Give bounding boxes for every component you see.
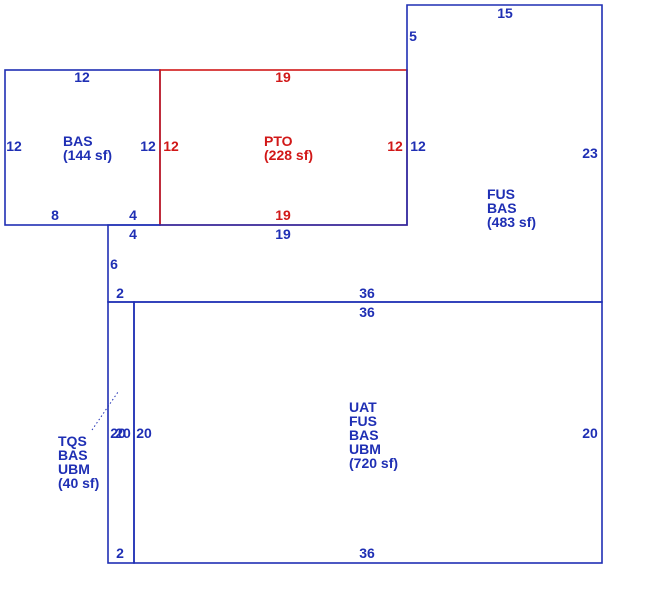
dim-bas-right: 12 [140,138,156,154]
uat-lower-line-1: UAT [349,399,377,415]
bas-left-line-1: BAS [63,133,93,149]
pto-label: PTO (228 sf) [264,133,313,163]
dim-pto-bottom: 19 [275,207,291,223]
dim-bas-top: 12 [74,69,90,85]
dim-fus-bottom-2: 2 [116,285,124,301]
tqs-line-4: (40 sf) [58,475,99,491]
dim-uat-left: 20 [136,425,152,441]
uat-lower-line-5: (720 sf) [349,455,398,471]
pto-line-1: PTO [264,133,293,149]
tqs-line-1: TQS [58,433,87,449]
dim-fus-step-6: 6 [110,256,118,272]
dim-bas-left: 12 [6,138,22,154]
dim-fus-under-pto: 19 [275,226,291,242]
fus-upper-outline [107,4,603,303]
fus-upper-line-1: FUS [487,186,515,202]
dim-uat-right: 20 [582,425,598,441]
uat-lower-line-4: UBM [349,441,381,457]
fus-upper-line-3: (483 sf) [487,214,536,230]
uat-lower-line-2: FUS [349,413,377,429]
dim-pto-top: 19 [275,69,291,85]
dim-tqs-side-left: 20 [110,425,126,441]
bas-left-line-2: (144 sf) [63,147,112,163]
dim-fus-left: 12 [410,138,426,154]
pto-line-2: (228 sf) [264,147,313,163]
dim-fus-right: 23 [582,145,598,161]
tqs-strip-outline [107,301,135,564]
dim-uat-bottom: 36 [359,545,375,561]
dim-tqs-side-right: 20 [115,425,131,441]
dim-tqs-bottom: 2 [116,545,124,561]
dim-pto-right: 12 [387,138,403,154]
fus-upper-label: FUS BAS (483 sf) [487,186,536,230]
dim-bas-bottom-right: 4 [129,207,137,223]
fus-upper-line-2: BAS [487,200,517,216]
dim-fus-top: 15 [497,5,513,21]
tqs-strip-label: TQS BAS UBM (40 sf) [58,433,99,491]
dim-fus-notch: 5 [409,28,417,44]
bas-left-label: BAS (144 sf) [63,133,112,163]
uat-lower-label: UAT FUS BAS UBM (720 sf) [349,399,398,471]
tqs-line-2: BAS [58,447,88,463]
dim-pto-left: 12 [163,138,179,154]
tqs-line-3: UBM [58,461,90,477]
dim-fus-bottom-36: 36 [359,285,375,301]
dim-bas-bottom-left: 8 [51,207,59,223]
uat-lower-line-3: BAS [349,427,379,443]
dim-uat-top: 36 [359,304,375,320]
dim-fus-step-4: 4 [129,226,137,242]
